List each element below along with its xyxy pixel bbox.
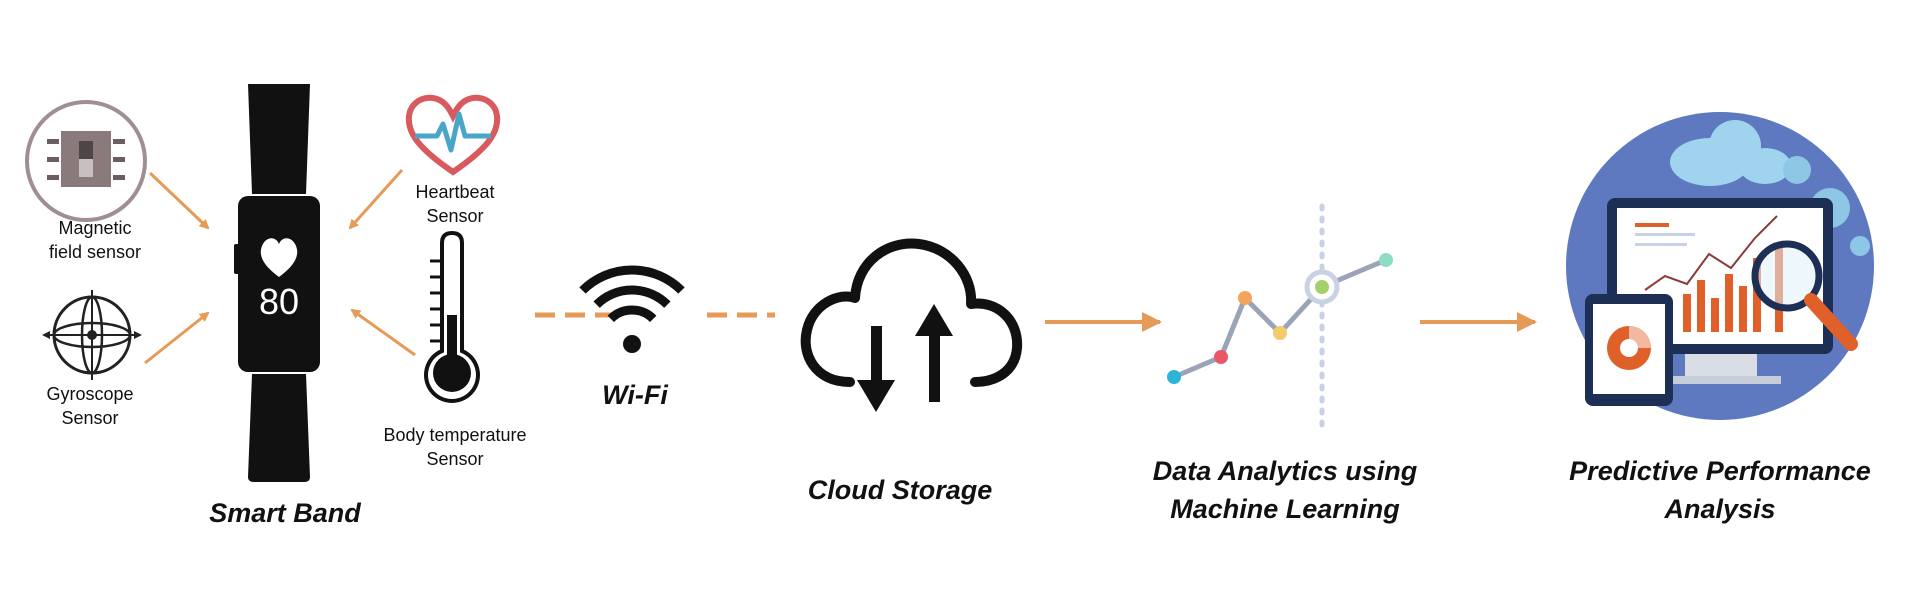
arrow-temperature-to-band bbox=[350, 308, 416, 357]
predictive-analysis-label: Predictive Performance Analysis bbox=[1569, 456, 1871, 524]
data-analytics-label: Data Analytics using Machine Learning bbox=[1152, 456, 1418, 524]
arrow-gyroscope-to-band bbox=[144, 311, 210, 365]
thermometer-icon bbox=[424, 230, 480, 403]
arrow-heartbeat-to-band bbox=[348, 168, 404, 230]
band-display-value: 80 bbox=[258, 281, 300, 322]
smart-band-label: Smart Band bbox=[209, 498, 361, 528]
heart-pulse-icon bbox=[405, 94, 501, 176]
smart-band-icon bbox=[234, 84, 320, 482]
line-graph-icon bbox=[1167, 203, 1393, 437]
heartbeat-sensor-label: Heartbeat Sensor bbox=[415, 182, 495, 226]
magnetic-sensor-label: Magnetic field sensor bbox=[48, 218, 142, 262]
cloud-storage-label: Cloud Storage bbox=[807, 475, 993, 505]
temperature-sensor-label: Body temperature Sensor bbox=[383, 425, 527, 469]
magnetic-chip-icon bbox=[25, 100, 147, 222]
wifi-label: Wi-Fi bbox=[602, 380, 668, 410]
monitor-analytics-icon bbox=[1566, 112, 1874, 420]
wifi-icon bbox=[579, 265, 685, 353]
gyroscope-icon bbox=[42, 290, 142, 380]
cloud-sync-icon bbox=[800, 238, 1023, 412]
arrow-magnetic-to-band bbox=[148, 171, 210, 230]
gyroscope-sensor-label: Gyroscope Sensor bbox=[46, 384, 134, 428]
